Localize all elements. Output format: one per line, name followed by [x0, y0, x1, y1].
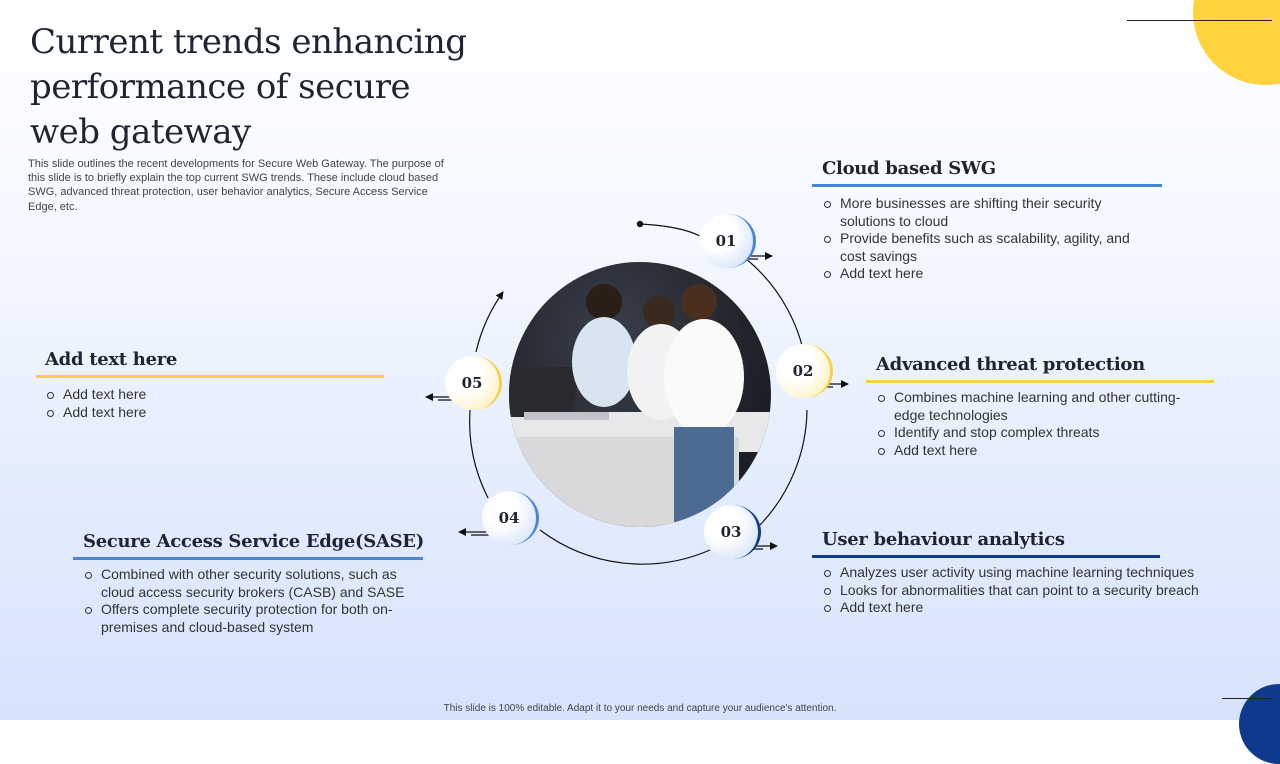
- ring-start-dot: [636, 220, 644, 228]
- list-item: Combined with other security solutions, …: [83, 566, 413, 601]
- step-01-number: 01: [715, 232, 737, 250]
- list-item: Provide benefits such as scalability, ag…: [822, 230, 1142, 265]
- section-add-text: Add text here Add text here Add text her…: [36, 349, 386, 421]
- section-threat-rule: [866, 380, 1214, 383]
- step-03-number: 03: [720, 523, 742, 541]
- section-cloud-swg-list: More businesses are shifting their secur…: [822, 195, 1142, 283]
- page-title: Current trends enhancing performance of …: [30, 22, 467, 152]
- section-cloud-swg-title: Cloud based SWG: [822, 158, 996, 179]
- photo-illustration: [509, 284, 771, 527]
- page-subtitle: This slide outlines the recent developme…: [28, 158, 444, 213]
- section-behaviour-title: User behaviour analytics: [822, 529, 1065, 550]
- list-item: Add text here: [876, 442, 1206, 460]
- corner-line-bottom: [1222, 698, 1272, 699]
- footer-note: This slide is 100% editable. Adapt it to…: [443, 703, 837, 714]
- ring-arc-03-04: [539, 529, 711, 565]
- step-04-number: 04: [498, 509, 520, 527]
- section-threat-title: Advanced threat protection: [876, 354, 1145, 375]
- list-item: Add text here: [45, 386, 365, 404]
- team-meeting-photo: [509, 262, 771, 527]
- section-behaviour-list: Analyzes user activity using machine lea…: [822, 564, 1222, 617]
- section-sase: Secure Access Service Edge(SASE) Combine…: [73, 531, 424, 636]
- ring-arc-05-top: [475, 291, 504, 353]
- section-threat-protection: Advanced threat protection Combines mach…: [866, 354, 1216, 459]
- ring-arc-start: [639, 223, 701, 237]
- section-cloud-swg: Cloud based SWG More businesses are shif…: [812, 158, 1162, 283]
- ring-arc-02-03: [759, 409, 808, 526]
- list-item: Looks for abnormalities that can point t…: [822, 582, 1222, 600]
- step-02-circle: 02: [776, 344, 833, 398]
- ring-arc-04-05: [469, 409, 489, 499]
- step-05-circle: 05: [445, 356, 502, 410]
- step-04-circle: 04: [482, 491, 539, 545]
- list-item: Combines machine learning and other cutt…: [876, 389, 1206, 424]
- list-item: More businesses are shifting their secur…: [822, 195, 1142, 230]
- section-addtext-list: Add text here Add text here: [45, 386, 365, 421]
- section-user-behaviour: User behaviour analytics Analyzes user a…: [812, 529, 1222, 617]
- section-addtext-rule: [36, 375, 384, 378]
- list-item: Identify and stop complex threats: [876, 424, 1206, 442]
- section-sase-list: Combined with other security solutions, …: [83, 566, 413, 636]
- step-02-number: 02: [792, 362, 814, 380]
- list-item: Analyzes user activity using machine lea…: [822, 564, 1222, 582]
- section-addtext-title: Add text here: [45, 349, 178, 370]
- step-01-circle: 01: [699, 214, 756, 268]
- list-item: Offers complete security protection for …: [83, 601, 413, 636]
- section-behaviour-rule: [812, 555, 1160, 558]
- step-05-number: 05: [461, 374, 483, 392]
- list-item: Add text here: [45, 404, 365, 422]
- step-03-circle: 03: [704, 505, 761, 559]
- section-threat-list: Combines machine learning and other cutt…: [876, 389, 1206, 459]
- section-cloud-swg-rule: [812, 184, 1162, 187]
- list-item: Add text here: [822, 265, 1142, 283]
- section-sase-rule: [73, 557, 423, 560]
- list-item: Add text here: [822, 599, 1222, 617]
- corner-line-top: [1127, 20, 1272, 21]
- section-sase-title: Secure Access Service Edge(SASE): [83, 531, 424, 552]
